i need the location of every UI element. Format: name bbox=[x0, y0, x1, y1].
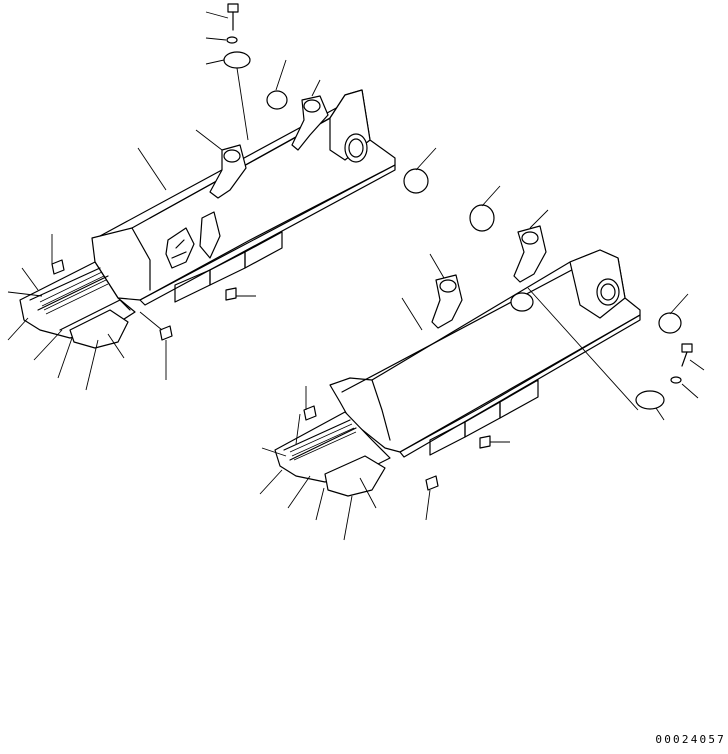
right-track-frame bbox=[274, 204, 693, 497]
leader-lines bbox=[7, 11, 705, 541]
drawing-number: 00024057 bbox=[655, 733, 726, 746]
left-track-frame bbox=[19, 3, 429, 349]
